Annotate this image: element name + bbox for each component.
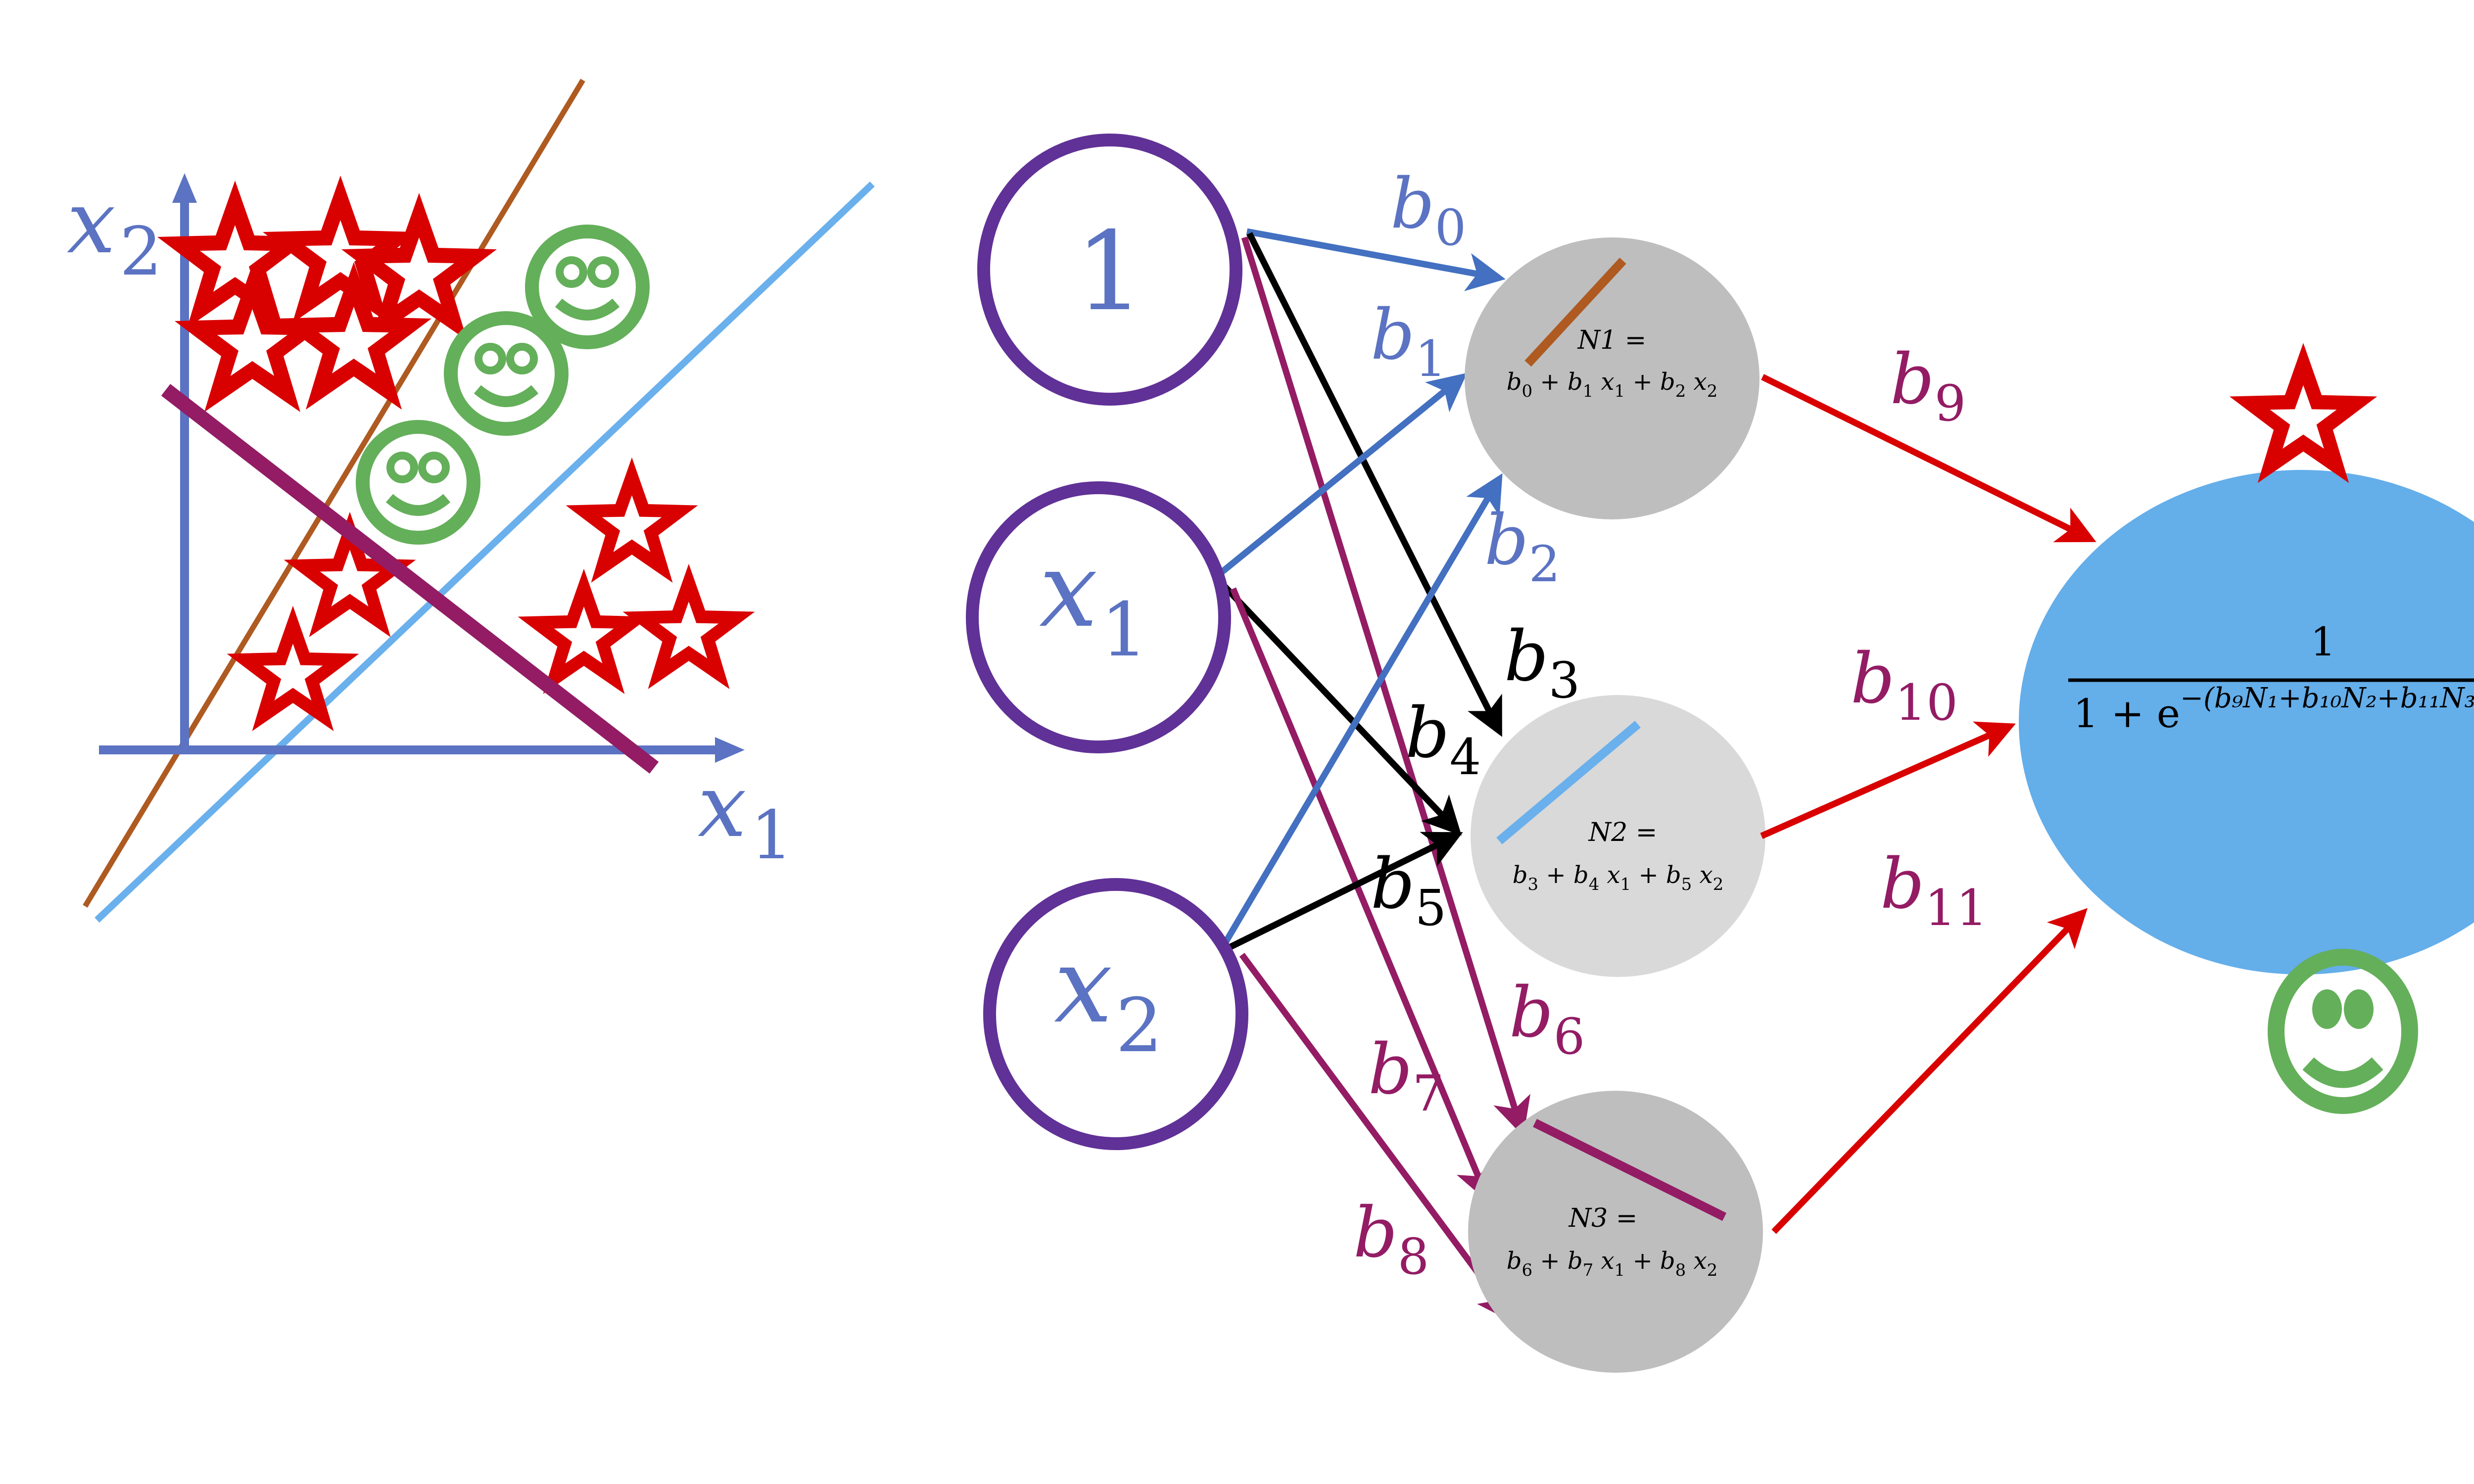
weight-labels: b0 b1 b2 b3 b4 b5 b6 b7 b8 b9 b10 b11 xyxy=(1353,164,1988,1286)
output-smiley-icon xyxy=(2268,949,2418,1114)
n2-formula: b3 + b4 x1 + b5 x2 xyxy=(1513,861,1724,896)
scatter-panel: x2 x1 xyxy=(67,79,875,923)
output-node: 1 1 + e−(b₉N₁+b₁₀N₂+b₁₁N₃) xyxy=(2019,343,2474,1114)
star-marker xyxy=(622,563,755,690)
star-marker xyxy=(566,457,698,583)
n2-title: N2 = xyxy=(1588,818,1658,847)
n2-boundary-icon xyxy=(1496,721,1641,844)
edge-b6 xyxy=(1241,236,1530,1137)
edge-b3 xyxy=(1246,232,1502,737)
n1-boundary-icon xyxy=(1524,257,1626,367)
x2-axis-arrowhead xyxy=(172,173,197,203)
input-label-x1: x1 xyxy=(1039,529,1148,673)
weight-label-b3: b3 xyxy=(1504,616,1580,709)
weight-label-b7: b7 xyxy=(1368,1029,1444,1122)
edge-b0 xyxy=(1246,228,1506,291)
edge-b5 xyxy=(1228,832,1463,950)
input-label-bias: 1 xyxy=(1075,208,1144,335)
n1-formula: b0 + b1 x1 + b2 x2 xyxy=(1507,368,1718,403)
output-numerator: 1 xyxy=(2311,619,2336,665)
x1-axis-arrowhead xyxy=(715,737,745,763)
output-denominator: 1 + e−(b₉N₁+b₁₀N₂+b₁₁N₃) xyxy=(2073,682,2474,737)
edge-b1 xyxy=(1217,372,1468,577)
input-hidden-edges xyxy=(1217,228,1530,1324)
weight-label-b2: b2 xyxy=(1484,500,1560,593)
hidden-layer: N1 = b0 + b1 x1 + b2 x2 N2 = b3 + b4 x1 … xyxy=(1465,237,1765,1373)
input-layer: 1 x1 x2 xyxy=(966,134,1248,1150)
smiley-marker xyxy=(451,318,562,429)
n3-formula: b6 + b7 x1 + b8 x2 xyxy=(1507,1247,1718,1282)
hidden-node-n1: N1 = b0 + b1 x1 + b2 x2 xyxy=(1465,237,1760,519)
smiley-marker xyxy=(532,232,643,342)
input-label-x2: x2 xyxy=(1054,925,1163,1069)
edge-b11 xyxy=(1771,908,2088,1234)
boundary-line-n3 xyxy=(161,384,659,774)
x2-axis-label: x2 xyxy=(67,173,162,290)
input-node-x1: x1 xyxy=(966,481,1231,753)
weight-label-b1: b1 xyxy=(1371,295,1446,388)
hidden-node-n2: N2 = b3 + b4 x1 + b5 x2 xyxy=(1471,695,1765,977)
edge-b7 xyxy=(1230,587,1492,1203)
boundary-line-n2 xyxy=(95,181,875,923)
weight-label-b10: b10 xyxy=(1851,639,1958,732)
x1-axis-label: x1 xyxy=(698,756,793,874)
edge-b2 xyxy=(1222,473,1503,946)
n1-title: N1 = xyxy=(1577,325,1647,355)
n3-boundary-icon xyxy=(1533,1118,1726,1221)
weight-label-b6: b6 xyxy=(1509,973,1585,1066)
weight-label-b8: b8 xyxy=(1353,1193,1429,1286)
boundary-line-n1 xyxy=(83,79,585,908)
n3-title: N3 = xyxy=(1568,1204,1638,1233)
weight-label-b0: b0 xyxy=(1390,164,1466,257)
smiley-marker xyxy=(363,427,474,538)
weight-label-b4: b4 xyxy=(1405,693,1481,786)
edge-b8 xyxy=(1239,953,1516,1324)
edge-b4 xyxy=(1217,579,1462,836)
output-star-icon xyxy=(2229,343,2378,483)
weight-label-b11: b11 xyxy=(1880,844,1988,937)
weight-label-b5: b5 xyxy=(1371,844,1446,937)
weight-label-b9: b9 xyxy=(1890,339,1966,432)
star-marker xyxy=(227,605,359,732)
edge-b9 xyxy=(1761,374,2096,543)
edge-b10 xyxy=(1760,721,2016,839)
input-node-bias: 1 xyxy=(977,134,1242,406)
hidden-node-n3: N3 = b6 + b7 x1 + b8 x2 xyxy=(1468,1091,1763,1373)
hidden-output-edges xyxy=(1760,374,2096,1234)
input-node-x2: x2 xyxy=(983,878,1248,1150)
